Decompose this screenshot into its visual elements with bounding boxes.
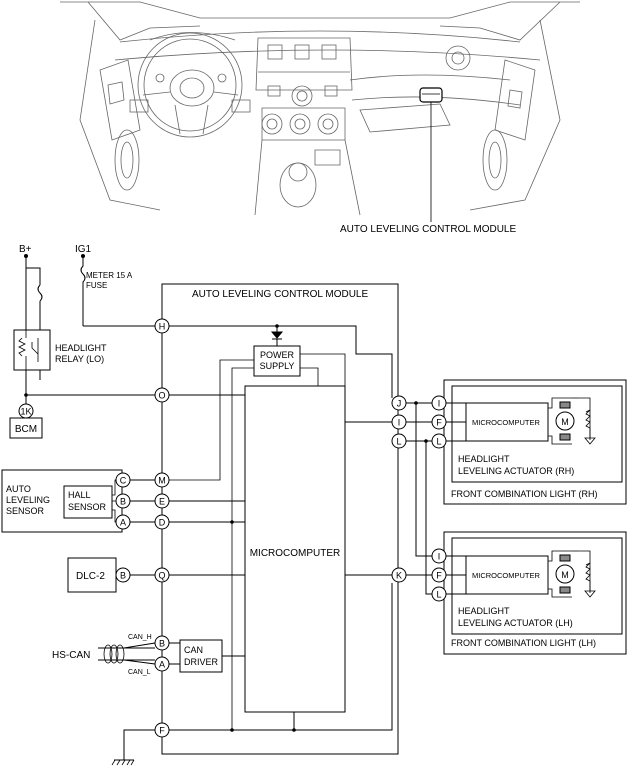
lh-actuator-label-1: HEADLIGHT [458,606,510,616]
rh-actuator-label-2: LEVELING ACTUATOR (RH) [458,466,574,476]
b-plus-wire [25,256,41,285]
sensor-label-3: SENSOR [6,506,45,516]
relay-coil-icon [18,337,26,357]
module-title: AUTO LEVELING CONTROL MODULE [192,289,368,300]
sensor-pin-a [115,514,131,530]
svg-text:Q: Q [158,571,165,581]
pin-k [391,567,407,583]
can-driver-box [179,639,223,673]
svg-text:D: D [159,518,166,528]
fuse-label-2: FUSE [86,281,107,290]
rh-pin-f [431,414,447,430]
sensor-label-2: LEVELING [6,495,50,505]
dlc2-box [67,557,117,593]
hs-can-wires [98,647,155,661]
hall-sensor-label-1: HALL [68,490,91,500]
svg-text:F: F [159,726,165,736]
svg-text:I: I [438,399,441,409]
relay-label-2: RELAY (LO) [55,354,104,364]
dlc2-pin-b [115,567,131,583]
power-supply-box [253,345,301,377]
svg-text:F: F [436,418,442,428]
lh-pin-f [431,567,447,583]
pin-l [391,433,407,449]
module-pins-left: H O M E D Q B A F [154,318,170,738]
h-line [169,325,393,398]
svg-text:J: J [397,399,402,409]
bcm-label: BCM [15,424,37,435]
svg-text:A: A [159,660,165,670]
rh-pin-i [431,395,447,411]
svg-text:A: A [120,518,126,528]
svg-text:K: K [396,571,402,581]
power-supply-label-2: SUPPLY [260,361,295,371]
microcomputer-label: MICROCOMPUTER [250,548,341,559]
lh-light-label: FRONT COMBINATION LIGHT (LH) [451,638,596,648]
svg-text:I: I [398,418,401,428]
module-pointer-label: AUTO LEVELING CONTROL MODULE [340,224,516,235]
svg-text:O: O [158,391,165,401]
svg-text:L: L [436,437,441,447]
bcm-pin-1k [18,403,34,419]
relay-label-1: HEADLIGHT [55,343,107,353]
headlight-relay [13,329,51,371]
rh-motor-icon [555,411,575,431]
pin-o [154,387,170,403]
svg-text:F: F [436,571,442,581]
hs-can-label: HS-CAN [52,650,90,661]
sensor-pin-b [115,493,131,509]
lh-pin-l [431,586,447,602]
bcm-pin-label: 1K [20,407,31,417]
microcomputer-box [244,385,346,713]
rh-pin-l [431,433,447,449]
svg-text:H: H [159,322,166,332]
hall-sensor-label-2: SENSOR [68,502,107,512]
ig1-label: IG1 [75,244,92,255]
can-l-label: CAN_L [128,669,151,676]
svg-text:I: I [438,552,441,562]
module-pins-right: J I L K [391,395,407,583]
can-h-label: CAN_H [128,634,152,641]
power-supply-label-1: POWER [260,350,295,360]
rh-microcomputer-box [465,402,549,442]
rh-actuator-label-1: HEADLIGHT [458,454,510,464]
sensor-pin-c [115,472,131,488]
ig1-wire [80,256,86,326]
hall-sensor-box [63,485,113,519]
svg-text:L: L [436,590,441,600]
b-plus-label: B+ [19,244,32,255]
svg-text:M: M [561,570,569,580]
rh-light-label: FRONT COMBINATION LIGHT (RH) [451,489,598,499]
pin-j [391,395,407,411]
svg-text:B: B [120,497,126,507]
svg-text:B: B [120,571,126,581]
ground-wire [123,729,155,760]
can-driver-label-1: CAN [184,645,203,655]
svg-text:E: E [159,497,165,507]
lh-microcomputer-label: MICROCOMPUTER [472,571,540,580]
f-ground-bus [169,583,393,731]
svg-text:C: C [120,476,127,486]
fuse-label-1: METER 15 A [86,271,133,280]
svg-text:M: M [158,476,166,486]
dashboard-illustration [60,1,580,216]
pin-h [154,318,170,334]
svg-text:M: M [561,417,569,427]
sensor-label-1: AUTO [6,484,31,494]
can-driver-label-2: DRIVER [184,657,219,667]
lh-actuator-label-2: LEVELING ACTUATOR (LH) [458,618,573,628]
svg-text:L: L [396,437,401,447]
pin-i [391,414,407,430]
rh-microcomputer-label: MICROCOMPUTER [472,418,540,427]
dlc2-label: DLC-2 [76,571,105,582]
svg-text:B: B [159,639,165,649]
lh-motor-icon [555,564,575,584]
lh-pin-i [431,548,447,564]
